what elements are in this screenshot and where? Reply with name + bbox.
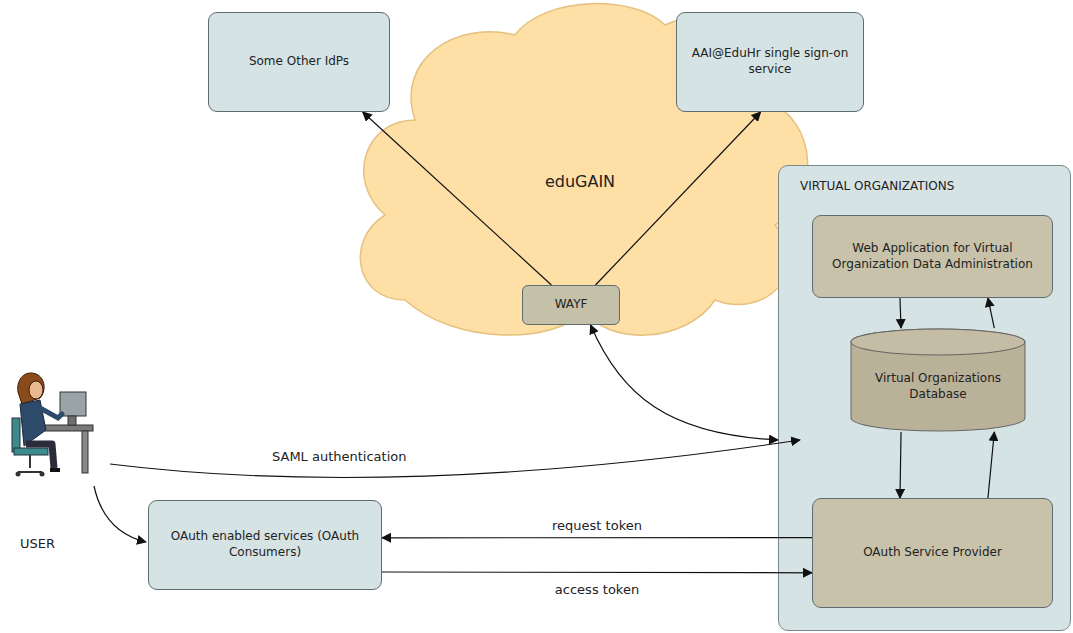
actor-label: USER xyxy=(20,536,55,551)
group-heading: VIRTUAL ORGANIZATIONS xyxy=(800,179,954,193)
connector xyxy=(382,537,812,538)
database-cylinder: Virtual Organizations Database xyxy=(850,328,1026,432)
connector xyxy=(363,112,552,285)
node-text: AAI@EduHr single sign-on service xyxy=(683,46,857,77)
sso-box: AAI@EduHr single sign-on service xyxy=(676,12,864,112)
flow-label: SAML authentication xyxy=(272,449,406,464)
process-box: Web Application for Virtual Organization… xyxy=(812,215,1053,298)
node-text: Some Other IdPs xyxy=(249,54,349,70)
connector xyxy=(900,298,901,328)
connector xyxy=(988,432,994,498)
node-text: OAuth Service Provider xyxy=(863,545,1002,561)
wayf-box: WAYF xyxy=(522,285,620,325)
connector xyxy=(900,432,901,498)
node-text: OAuth enabled services (OAuth Consumers) xyxy=(155,529,375,560)
edge-label: access token xyxy=(553,582,641,597)
process-box: OAuth Service Provider xyxy=(812,498,1053,608)
service-box: OAuth enabled services (OAuth Consumers) xyxy=(148,500,382,590)
node-text: Web Application for Virtual Organization… xyxy=(819,241,1046,272)
connector xyxy=(596,112,761,285)
connector xyxy=(382,571,812,573)
connector xyxy=(591,325,778,440)
node-text: Virtual Organizations Database xyxy=(854,371,1022,402)
group-panel: VIRTUAL ORGANIZATIONS Web Application for… xyxy=(778,165,1071,631)
node-text: WAYF xyxy=(555,297,588,313)
idp-box: Some Other IdPs xyxy=(208,12,390,112)
cloud-label: eduGAIN xyxy=(345,172,815,191)
connector xyxy=(988,298,994,328)
edge-label: request token xyxy=(550,518,644,533)
